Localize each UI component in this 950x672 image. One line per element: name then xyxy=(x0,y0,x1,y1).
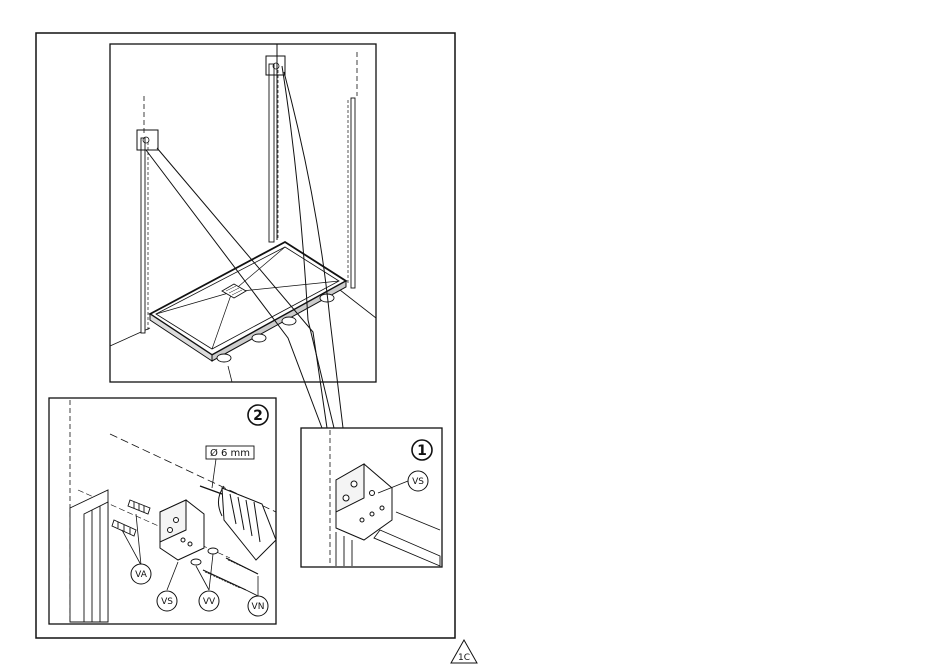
label-va: VA xyxy=(131,564,151,584)
step-2-badge: 2 xyxy=(248,405,268,425)
label-vs-detail: VS xyxy=(408,471,428,491)
step-1-badge: 1 xyxy=(412,440,432,460)
corner-bracket xyxy=(160,500,204,560)
svg-text:VN: VN xyxy=(252,602,265,612)
page-marker-label: 1C xyxy=(458,653,470,663)
svg-text:VS: VS xyxy=(161,597,173,607)
svg-text:VS: VS xyxy=(412,477,424,487)
drilling-detail-panel xyxy=(49,398,276,624)
label-vv: VV xyxy=(199,591,219,611)
step-1-number: 1 xyxy=(417,443,427,459)
drill-size-label: Ø 6 mm xyxy=(210,447,250,459)
tray-scene-panel xyxy=(110,44,376,382)
svg-text:VA: VA xyxy=(135,570,148,580)
label-vs: VS xyxy=(157,591,177,611)
page-marker: 1C xyxy=(451,640,477,663)
label-vn: VN xyxy=(248,596,268,616)
wall-profile-left xyxy=(70,490,108,622)
svg-text:VV: VV xyxy=(203,597,216,607)
step-2-number: 2 xyxy=(253,408,263,424)
